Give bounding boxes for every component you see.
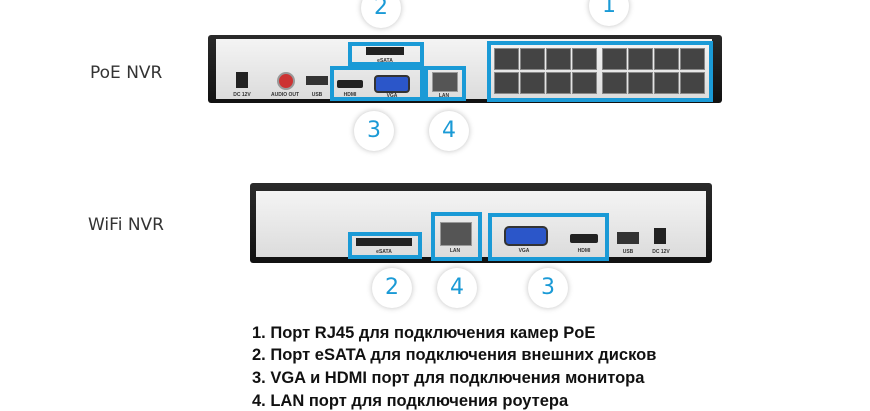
callout-1: 1 bbox=[589, 0, 629, 26]
legend-item: 1. Порт RJ45 для подключения камер PoE bbox=[252, 324, 596, 342]
usb-port bbox=[306, 76, 328, 85]
esata-port-label: eSATA bbox=[377, 58, 393, 64]
audio-out-port bbox=[277, 72, 295, 90]
esata-port bbox=[366, 47, 404, 55]
highlight-lan bbox=[424, 66, 466, 101]
hdmi-port-label: HDMI bbox=[577, 248, 591, 254]
highlight-rj45 bbox=[487, 41, 713, 102]
vga-port bbox=[504, 226, 548, 246]
hdmi-port-label: HDMI bbox=[343, 92, 357, 98]
poe-nvr-label: PoE NVR bbox=[90, 63, 163, 83]
lan-port bbox=[440, 222, 472, 246]
highlight-vga-hdmi bbox=[488, 213, 609, 261]
rj45-poe-ports bbox=[492, 46, 708, 96]
usb-port-label: USB bbox=[622, 249, 634, 255]
callout-4: 4 bbox=[437, 268, 477, 308]
vga-port bbox=[374, 75, 410, 93]
dc-port-label: DC 12V bbox=[233, 92, 251, 98]
dc-power-port bbox=[236, 72, 248, 88]
highlight-esata bbox=[348, 42, 424, 66]
dc-port-label: DC 12V bbox=[652, 249, 670, 255]
callout-4: 4 bbox=[429, 111, 469, 151]
callout-3: 3 bbox=[528, 268, 568, 308]
hdmi-port bbox=[570, 234, 598, 243]
vga-port-label: VGA bbox=[386, 93, 398, 99]
lan-port-label: LAN bbox=[449, 248, 461, 254]
esata-port-label: eSATA bbox=[376, 249, 392, 255]
legend-item: 4. LAN порт для подключения роутера bbox=[252, 392, 569, 410]
esata-port bbox=[356, 238, 412, 246]
legend-item: 3. VGA и HDMI порт для подключения монит… bbox=[252, 369, 645, 387]
callout-2: 2 bbox=[372, 268, 412, 308]
hdmi-port bbox=[337, 80, 363, 88]
callout-3: 3 bbox=[354, 111, 394, 151]
highlight-hdmi-vga bbox=[330, 66, 424, 101]
lan-port bbox=[432, 72, 458, 92]
usb-port-label: USB bbox=[311, 92, 323, 98]
highlight-lan bbox=[431, 212, 482, 261]
highlight-esata bbox=[348, 232, 422, 259]
wifi-nvr-label: WiFi NVR bbox=[88, 215, 164, 235]
legend-item: 2. Порт eSATA для подключения внешних ди… bbox=[252, 346, 657, 364]
audio-port-label: AUDIO OUT bbox=[270, 92, 300, 98]
usb-port bbox=[617, 232, 639, 244]
callout-2: 2 bbox=[361, 0, 401, 28]
dc-power-port bbox=[654, 228, 666, 244]
lan-port-label: LAN bbox=[438, 93, 450, 99]
vga-port-label: VGA bbox=[518, 248, 530, 254]
